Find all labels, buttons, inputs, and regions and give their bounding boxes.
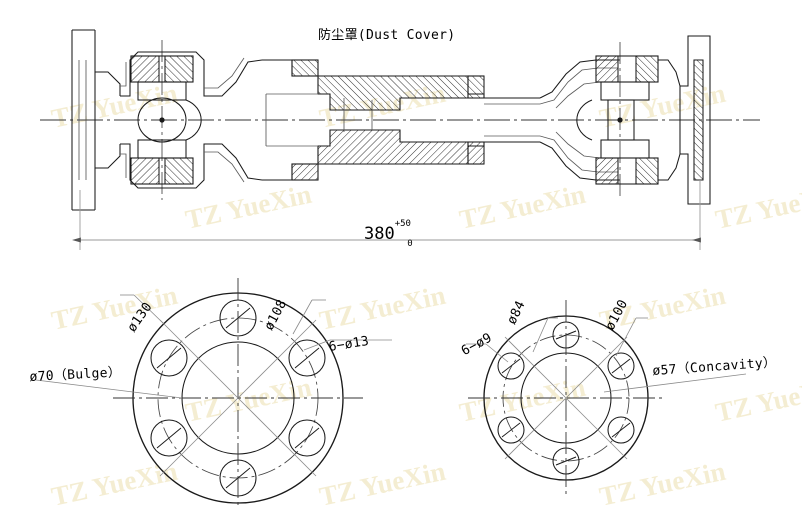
dimension-value: 380 bbox=[364, 224, 395, 244]
right-flange-section bbox=[466, 300, 747, 498]
drive-shaft-assembly-elevation bbox=[40, 29, 760, 211]
overall-length-dimension bbox=[71, 180, 701, 250]
left-universal-joint bbox=[120, 40, 263, 200]
overall-length-dimension-text: 380 +50 0 bbox=[364, 219, 415, 250]
right-flange bbox=[680, 35, 711, 205]
right-universal-joint bbox=[595, 42, 681, 198]
left-flange-section bbox=[35, 278, 392, 505]
left-flange bbox=[71, 29, 121, 211]
tube-shaft bbox=[467, 75, 540, 165]
dust-cover-annotation: 防尘罩(Dust Cover) bbox=[318, 28, 456, 43]
dimension-tolerance-lower: 0 bbox=[407, 239, 413, 250]
dimension-tolerance-upper: +50 bbox=[394, 219, 411, 230]
